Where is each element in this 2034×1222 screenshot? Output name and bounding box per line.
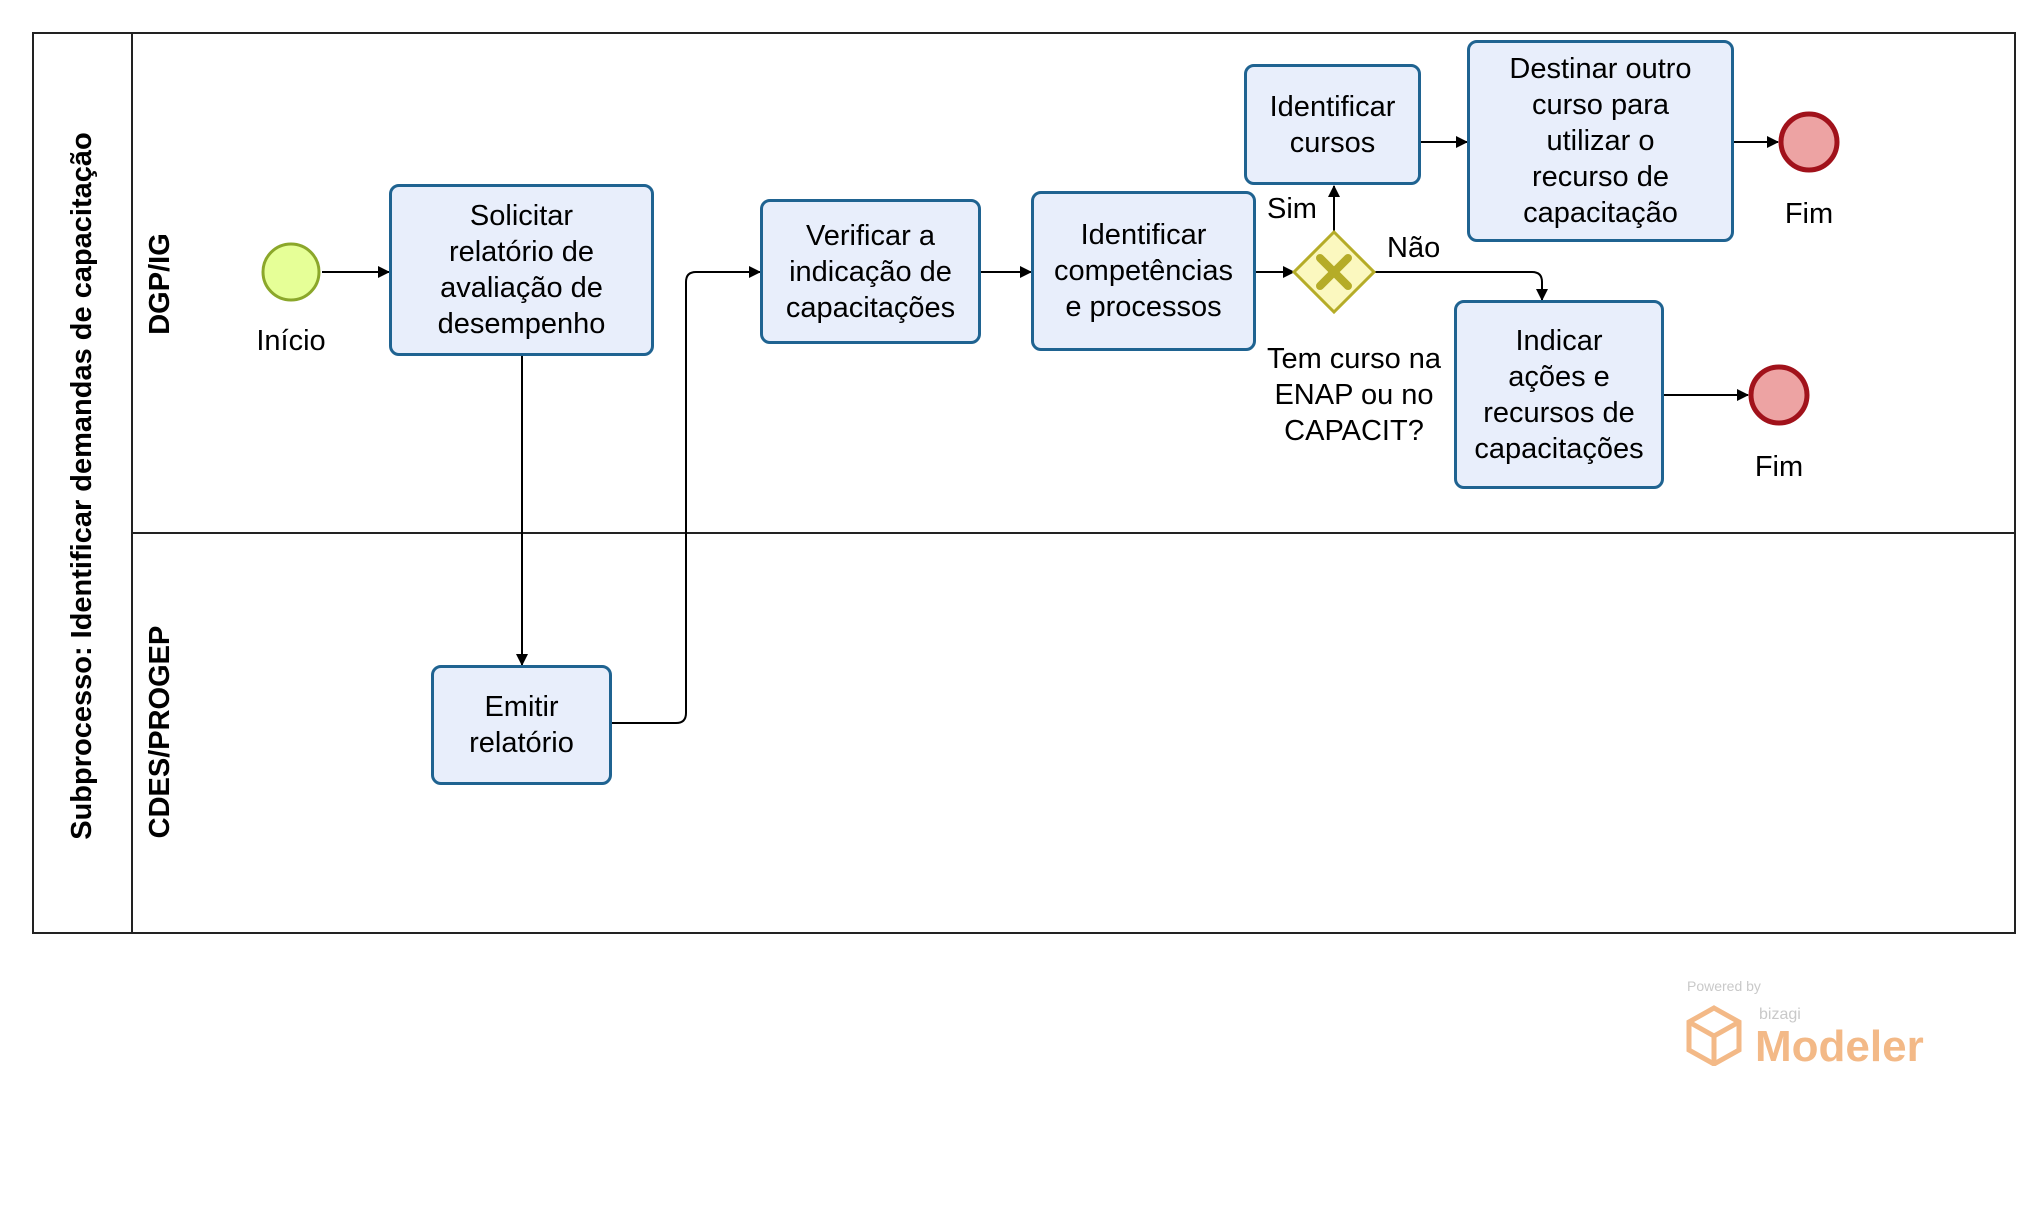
flow-gateway-no <box>1374 271 1548 301</box>
pool <box>32 32 2016 934</box>
lane-divider <box>132 532 2016 534</box>
gateway-yes-label: Sim <box>1267 193 1317 225</box>
end-event-1-label: Fim <box>1784 198 1834 230</box>
start-event-label: Início <box>256 325 326 357</box>
start-event[interactable] <box>261 242 321 302</box>
watermark-product: Modeler <box>1755 1022 1924 1071</box>
gateway-question: Tem curso na ENAP ou no CAPACIT? <box>1266 343 1442 447</box>
end-event-2-label: Fim <box>1754 451 1804 483</box>
pool-header-divider <box>131 32 133 934</box>
bizagi-logo-icon <box>1686 1005 1742 1066</box>
end-event-1[interactable] <box>1778 111 1840 173</box>
task-verificar-label: Verificar a indicação de capacitações <box>785 219 956 324</box>
task-indicar-acoes[interactable]: Indicar ações e recursos de capacitações <box>1454 300 1664 489</box>
bizagi-watermark: Powered by bizagi Modeler <box>1685 978 1945 1078</box>
task-indicar-label: Indicar ações e recursos de capacitações <box>1474 324 1644 465</box>
task-emitir-relatorio[interactable]: Emitir relatório <box>431 665 612 785</box>
task-destinar-outro-curso[interactable]: Destinar outro curso para utilizar o rec… <box>1467 40 1734 242</box>
flow-emitir-to-verificar <box>612 266 761 724</box>
task-solicitar-relatorio[interactable]: Solicitar relatório de avaliação de dese… <box>389 184 654 356</box>
task-identificar-cursos[interactable]: Identificar cursos <box>1244 64 1421 185</box>
task-solicitar-label: Solicitar relatório de avaliação de dese… <box>437 200 606 340</box>
task-emitir-label: Emitir relatório <box>469 691 574 759</box>
task-cursos-label: Identificar cursos <box>1269 90 1396 159</box>
task-verificar-indicacao[interactable]: Verificar a indicação de capacitações <box>760 199 981 344</box>
watermark-brand: bizagi <box>1759 1006 1801 1023</box>
task-destinar-label: Destinar outro curso para utilizar o rec… <box>1509 53 1692 229</box>
watermark-powered-by: Powered by <box>1687 978 1761 994</box>
task-competencias-label: Identificar competências e processos <box>1054 219 1233 323</box>
gateway-no-label: Não <box>1387 232 1441 264</box>
gateway-x-icon <box>1316 254 1352 290</box>
task-identificar-competencias[interactable]: Identificar competências e processos <box>1031 191 1256 351</box>
end-event-2[interactable] <box>1748 364 1810 426</box>
